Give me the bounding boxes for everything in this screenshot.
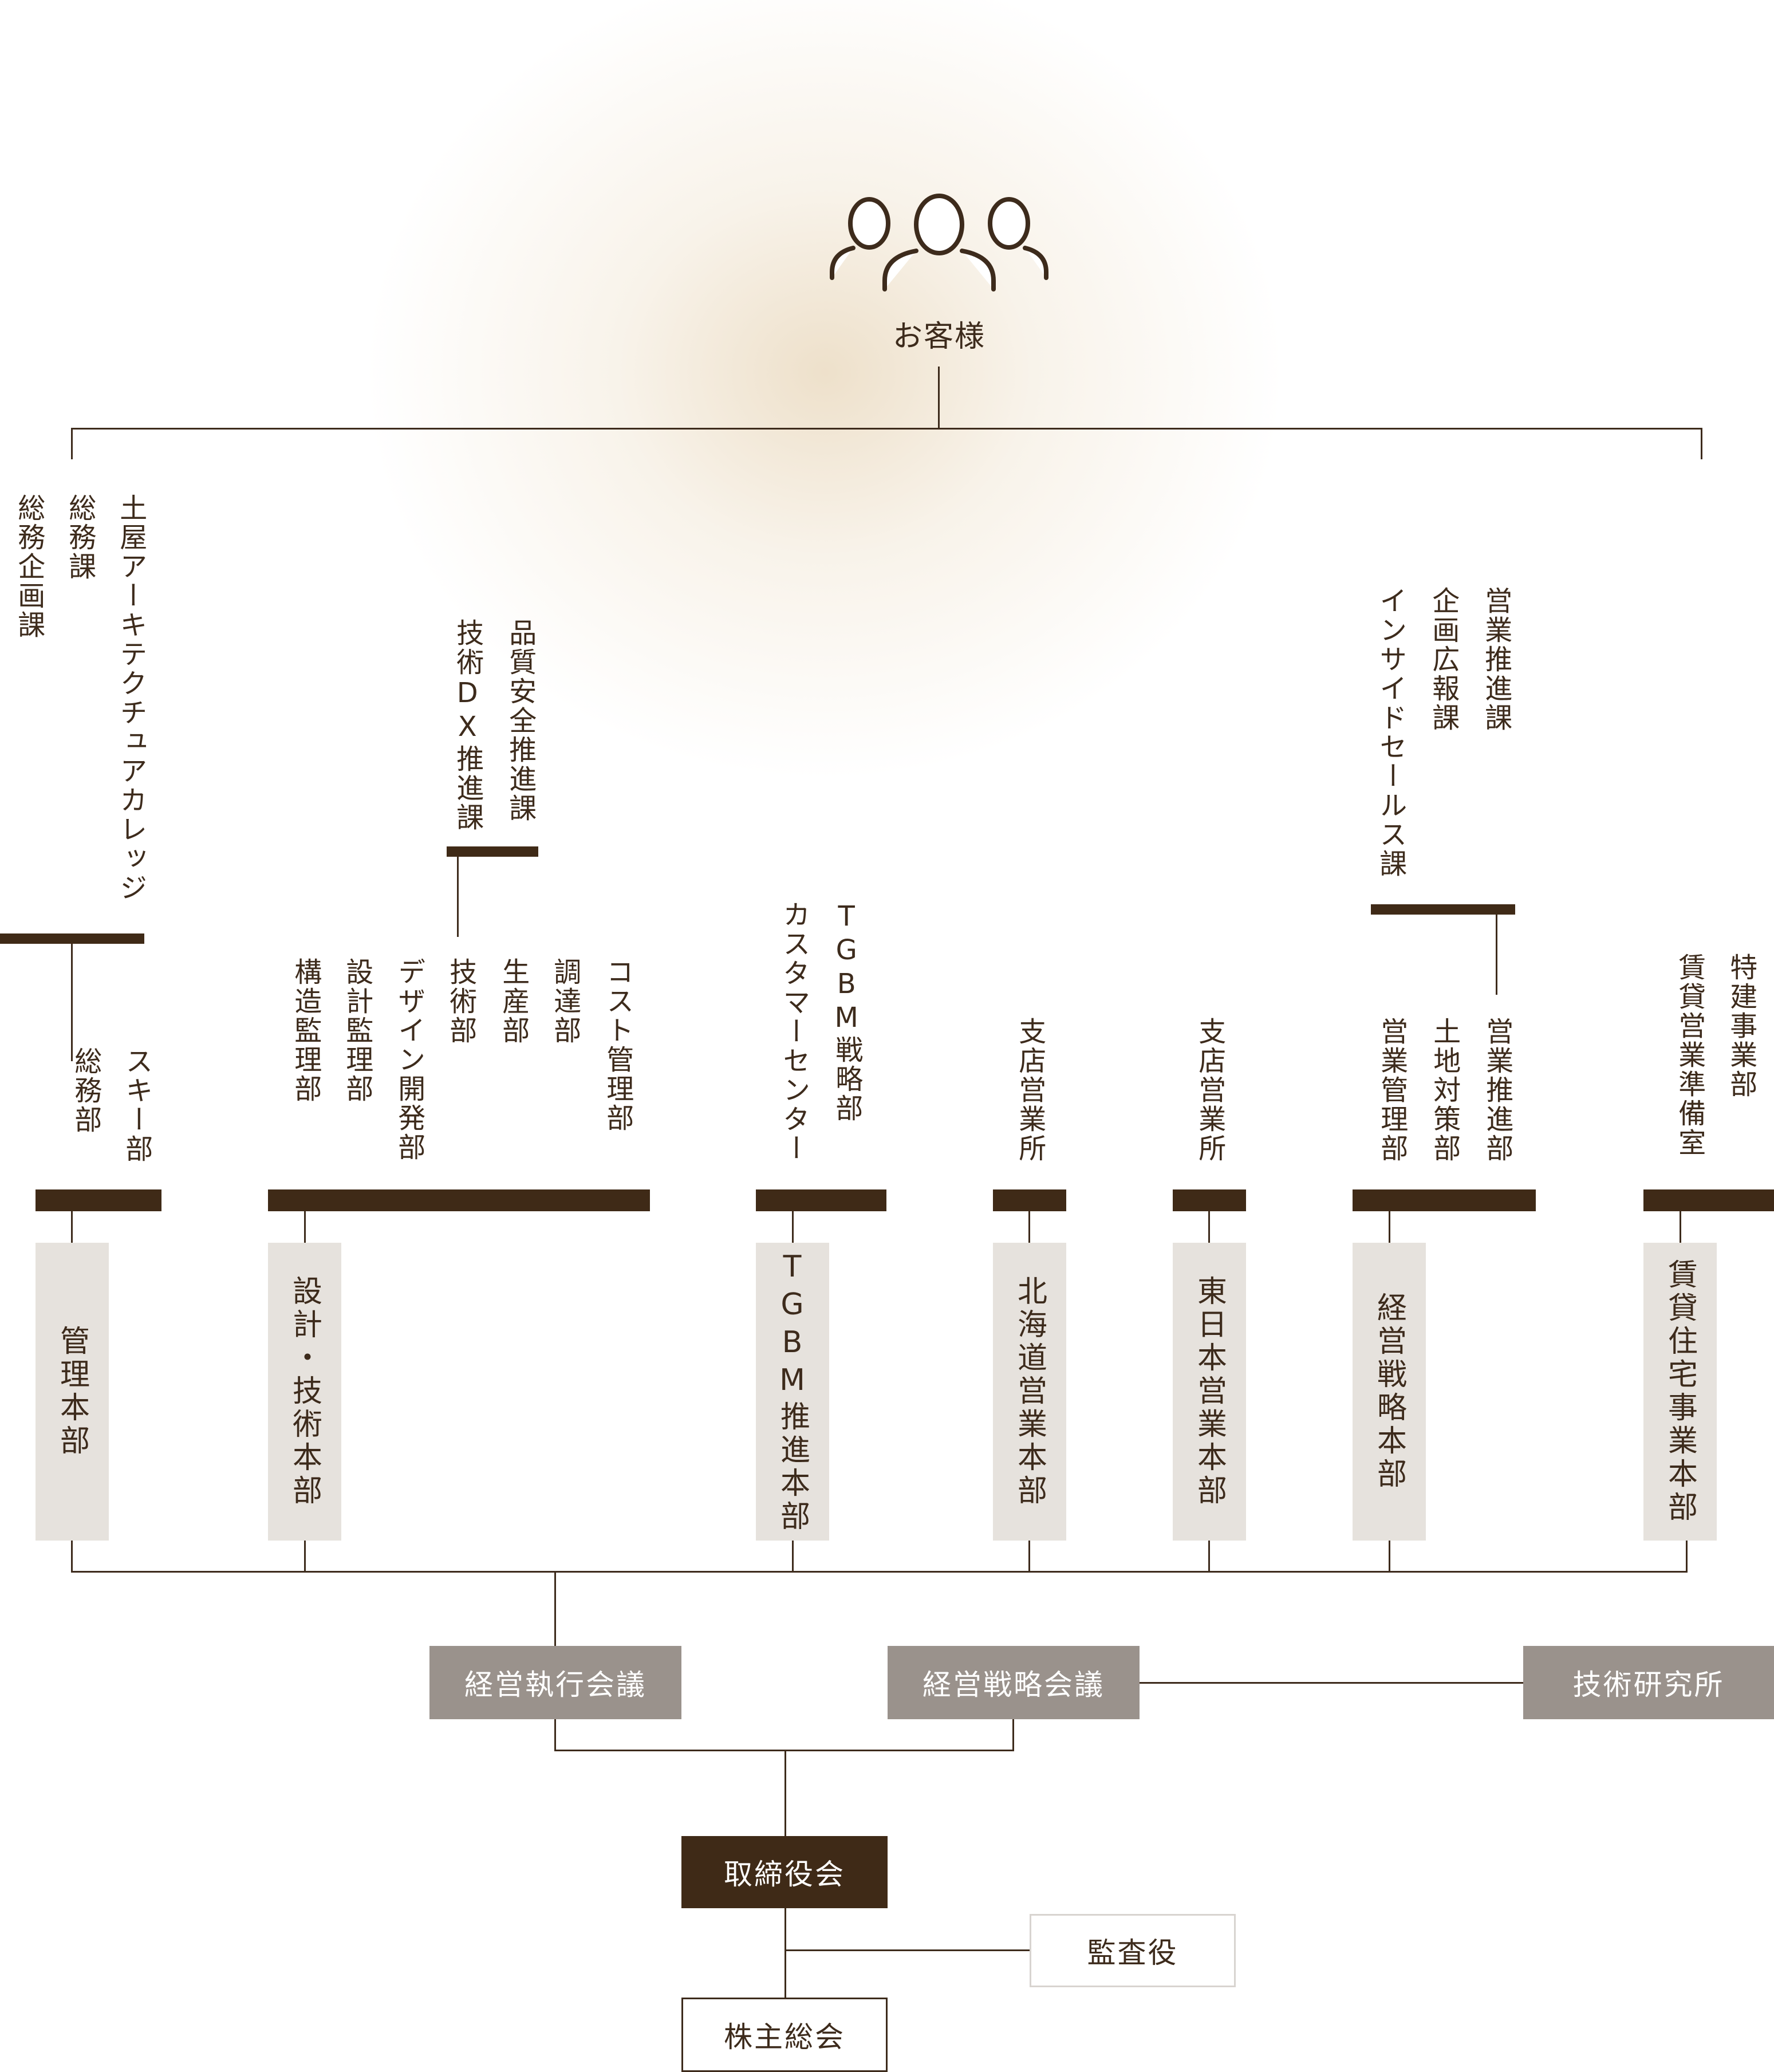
section-label: 企画広報課: [1427, 586, 1460, 732]
hq-bottom-drop: [304, 1541, 306, 1573]
hq-connector: [792, 1211, 794, 1243]
department-label: 総務部: [69, 1047, 102, 1135]
shareholders-meeting-box: 株主総会: [681, 1998, 888, 2072]
hq-connector: [71, 1211, 73, 1243]
department-bar: [268, 1189, 650, 1211]
hq-connector: [1208, 1211, 1210, 1243]
top-horizontal-line: [71, 428, 1702, 430]
hq-bottom-drop: [71, 1541, 73, 1573]
people-icon: [830, 194, 1048, 292]
department-label: 調達部: [549, 958, 581, 1045]
department-label: カスタマーセンター: [778, 900, 810, 1163]
section-label: 技術DX推進課: [451, 619, 484, 832]
hq-connector: [1028, 1211, 1030, 1243]
section-label: 品質安全推進課: [504, 619, 537, 823]
department-bar: [36, 1189, 161, 1211]
hq-box-tgbm: TGBM推進本部: [756, 1243, 829, 1541]
hq-box-design-tech: 設計・技術本部: [268, 1243, 341, 1541]
section-label: インサイドセールス課: [1374, 586, 1407, 879]
customer-stem: [938, 367, 940, 430]
top-right-drop: [1701, 428, 1702, 459]
department-bar: [1173, 1189, 1246, 1211]
hq-box-management-strategy: 経営戦略本部: [1353, 1243, 1426, 1541]
customer-label: お客様: [892, 320, 985, 354]
department-label: TGBM戦略部: [830, 900, 863, 1123]
hq-box-hokkaido: 北海道営業本部: [993, 1243, 1066, 1541]
section-label: 営業推進課: [1480, 586, 1512, 732]
department-label: 支店営業所: [1193, 1017, 1226, 1163]
section-bar: [0, 933, 144, 944]
department-label: 技術部: [444, 958, 477, 1045]
section-connector: [457, 857, 459, 937]
meetings-join-line: [554, 1750, 1014, 1751]
department-bar: [756, 1189, 886, 1211]
hq-bottom-drop: [1028, 1541, 1030, 1573]
hq-bottom-drop: [1208, 1541, 1210, 1573]
department-label: コスト管理部: [601, 958, 634, 1133]
board-of-directors-box: 取締役会: [681, 1836, 888, 1908]
executive-stem: [554, 1571, 556, 1646]
department-bar: [1353, 1189, 1536, 1211]
auditor-box: 監査役: [1030, 1914, 1236, 1987]
department-label: 支店営業所: [1014, 1017, 1046, 1163]
hq-connector: [1680, 1211, 1681, 1243]
department-bar: [993, 1189, 1066, 1211]
department-label: 営業推進部: [1481, 1017, 1513, 1163]
department-label: 特建事業部: [1725, 953, 1757, 1099]
department-label: 営業管理部: [1375, 1017, 1408, 1163]
section-connector: [71, 944, 73, 1061]
strategy-research-line: [1140, 1682, 1523, 1684]
executive-meeting-box: 経営執行会議: [429, 1646, 681, 1719]
strategy-drop: [1012, 1719, 1014, 1751]
section-label: 総務企画課: [13, 494, 45, 640]
department-label: 賃貸営業準備室: [1673, 953, 1706, 1157]
section-label: 総務課: [64, 494, 96, 581]
section-label: 土屋アーキテクチュアカレッジ: [115, 494, 147, 903]
hq-box-rental-housing: 賃貸住宅事業本部: [1643, 1243, 1717, 1541]
section-connector: [1496, 915, 1497, 995]
top-left-drop: [71, 428, 73, 459]
department-label: 構造監理部: [289, 958, 322, 1104]
hq-connector: [304, 1211, 306, 1243]
department-bar: [1643, 1189, 1774, 1211]
hq-box-east-japan: 東日本営業本部: [1173, 1243, 1246, 1541]
department-label: 生産部: [497, 958, 530, 1045]
department-label: デザイン開発部: [393, 958, 425, 1162]
hq-bottom-drop: [792, 1541, 794, 1573]
hq-bottom-drop: [1686, 1541, 1688, 1573]
executive-drop: [554, 1719, 556, 1751]
background-glow: [366, 0, 1283, 779]
strategy-meeting-box: 経営戦略会議: [888, 1646, 1140, 1719]
hq-bottom-drop: [1389, 1541, 1390, 1573]
board-stem: [784, 1750, 786, 1837]
auditor-line: [784, 1949, 1030, 1951]
research-institute-box: 技術研究所: [1523, 1646, 1774, 1719]
section-bar: [447, 846, 538, 857]
section-bar: [1371, 904, 1515, 915]
department-label: スキー部: [120, 1047, 153, 1164]
hq-bottom-horizontal-line: [71, 1571, 1688, 1573]
hq-box-admin: 管理本部: [36, 1243, 109, 1541]
department-label: 土地対策部: [1428, 1017, 1461, 1163]
board-to-shareholders-line: [784, 1908, 786, 1998]
department-label: 設計監理部: [341, 958, 373, 1104]
hq-connector: [1389, 1211, 1390, 1243]
